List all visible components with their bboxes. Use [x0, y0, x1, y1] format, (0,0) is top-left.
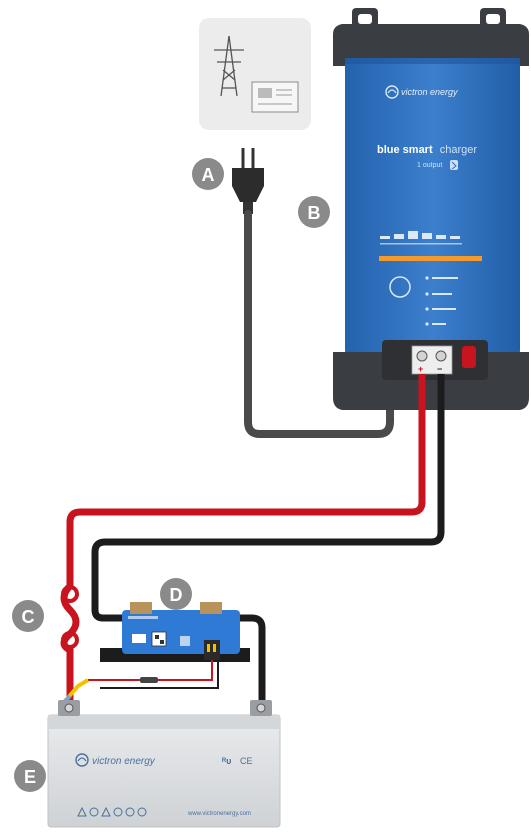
negative-terminal-screw-icon [436, 351, 446, 361]
shunt-sense-wire-black [100, 660, 218, 688]
smart-shunt [100, 602, 250, 662]
positive-battery-post-icon [58, 700, 80, 716]
battery-brand: victron energy [92, 756, 156, 767]
charger-product-line-1: blue smart [377, 144, 433, 156]
sense-wire-fuse [140, 677, 158, 683]
negative-battery-post-icon [250, 700, 272, 716]
callout-b-label: B [308, 203, 321, 223]
callout-c-label: C [22, 607, 35, 627]
inline-fuse [63, 586, 77, 650]
battery-website: www.victronenergy.com [187, 811, 251, 817]
charger-product-line-2: charger [440, 144, 478, 156]
charger-product-line: blue smart charger [377, 144, 477, 156]
power-grid-panel [199, 18, 311, 130]
ac-plug [232, 148, 264, 214]
bluetooth-icon [450, 160, 458, 170]
charger-output-label: 1 output [417, 162, 442, 169]
callout-e-label: E [24, 767, 36, 787]
blue-smart-charger: victron energy blue smart charger 1 outp… [333, 8, 529, 410]
callout-a-label: A [202, 165, 215, 185]
positive-terminal-screw-icon [417, 351, 427, 361]
negative-terminal-label: − [437, 364, 442, 374]
wall-outlet-icon [252, 82, 298, 112]
battery: victron energy CE ᴿᴜ www.victronenergy.c… [48, 700, 280, 827]
callout-d-label: D [170, 585, 183, 605]
power-switch [462, 346, 476, 368]
svg-text:ᴿᴜ: ᴿᴜ [222, 756, 231, 766]
battery-certifications: CE [240, 756, 253, 766]
charger-brand: victron energy [401, 87, 458, 97]
charger-status-stripe [379, 256, 482, 261]
positive-terminal-label: + [418, 364, 423, 374]
ul-mark-icon: ᴿᴜ [222, 756, 231, 766]
